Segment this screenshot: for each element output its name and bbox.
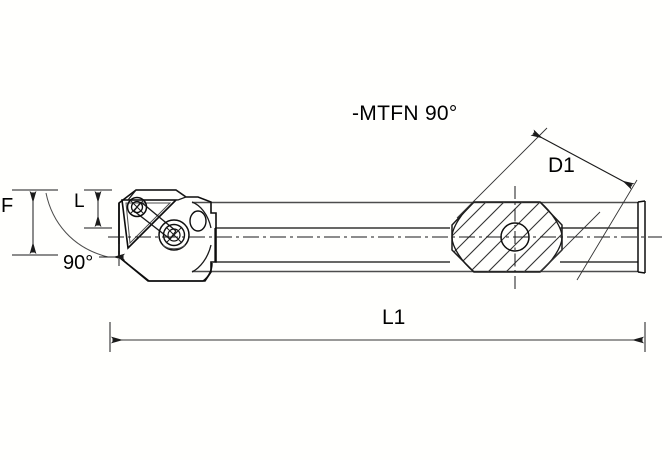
clamp-plate xyxy=(126,189,188,201)
drawing-title: -MTFN 90° xyxy=(352,102,458,125)
clamp-pivot-screw xyxy=(158,219,190,251)
dimension-l1 xyxy=(109,322,646,352)
leader-lead-angle xyxy=(45,192,125,268)
dimension-l xyxy=(84,189,112,229)
dimension-f xyxy=(12,189,58,256)
shank-inner-edges xyxy=(214,227,638,263)
tool-head-assembly xyxy=(118,189,217,282)
dimension-label-l1: L1 xyxy=(382,306,406,329)
shank-right-end-face xyxy=(637,200,646,274)
insert-clamp-screw xyxy=(126,196,148,218)
tool-shank-body xyxy=(192,201,638,273)
dimension-label-f: F xyxy=(1,195,14,217)
head-coolant-port xyxy=(189,210,207,232)
dimension-d1 xyxy=(456,127,638,281)
annotation-label-lead-angle: 90° xyxy=(63,252,94,274)
dimension-label-d1: D1 xyxy=(548,154,575,177)
dimension-label-l: L xyxy=(74,191,85,212)
